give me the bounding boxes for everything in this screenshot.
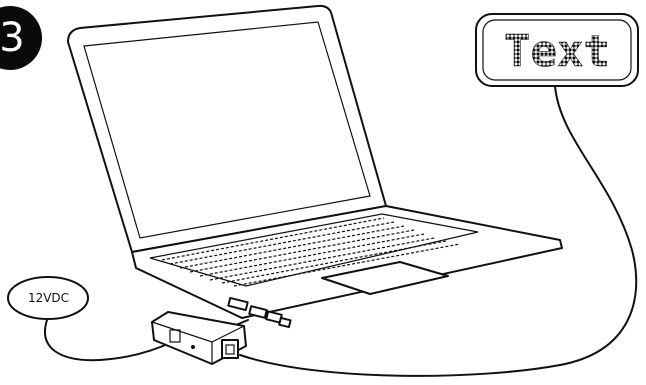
power-supply-label: 12VDC [27, 291, 70, 305]
step-number: 3 [0, 15, 25, 61]
led-display-sign: Text [475, 13, 639, 87]
power-label-bubble [7, 276, 89, 320]
sign-text: Text [504, 26, 610, 77]
keyboard [161, 217, 461, 287]
laptop [67, 4, 563, 329]
power-cable [44, 319, 173, 362]
trackpad [321, 261, 449, 295]
usb-adapter-box [151, 311, 247, 365]
sign-cable [239, 85, 638, 377]
rj45-port [221, 339, 239, 359]
